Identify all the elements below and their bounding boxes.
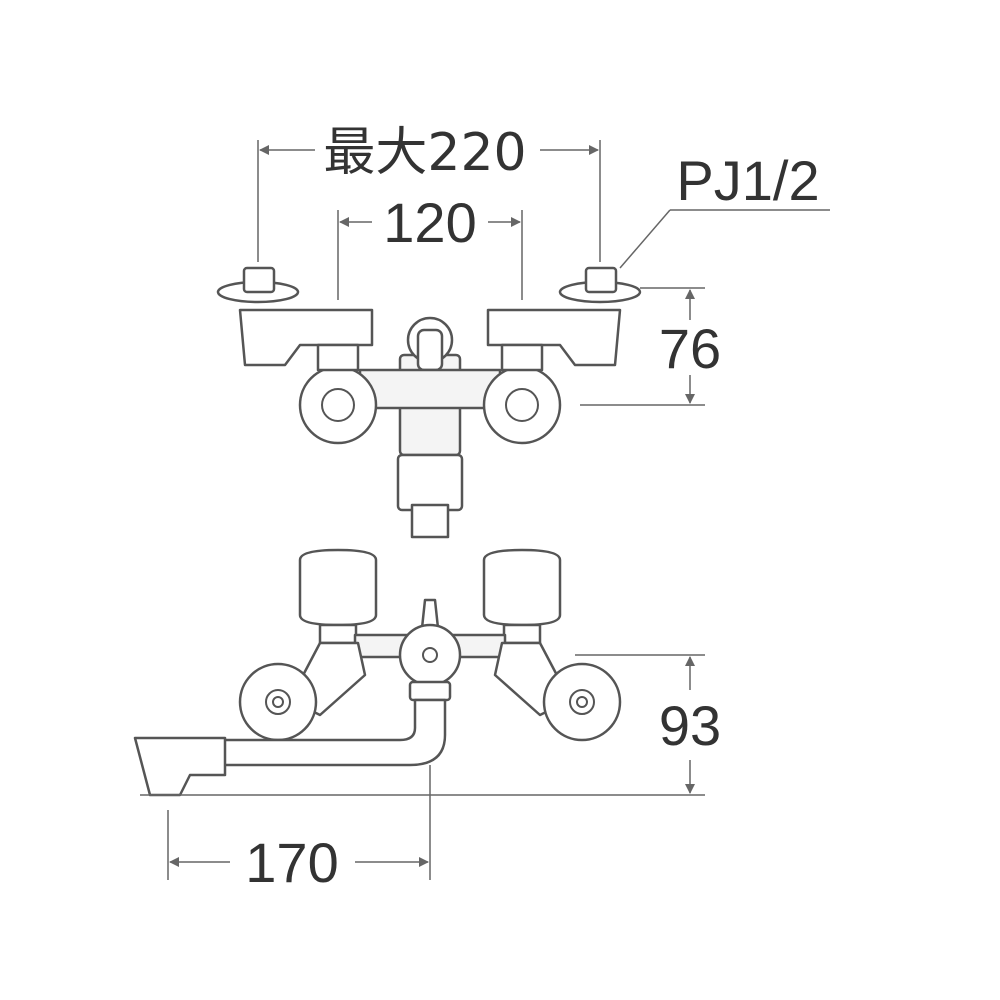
right-eccentric-center bbox=[576, 696, 588, 708]
center-valve-screw bbox=[422, 647, 438, 663]
left-eccentric-center bbox=[272, 696, 284, 708]
top-height-label: 76 bbox=[659, 317, 721, 380]
center-valve bbox=[398, 623, 462, 687]
right-elbow bbox=[486, 308, 622, 367]
valve-nut bbox=[408, 680, 452, 702]
thread-callout: PJ1/2 bbox=[619, 149, 830, 269]
side-height-label: 93 bbox=[659, 694, 721, 757]
right-eccentric-hole bbox=[569, 689, 595, 715]
right-eccentric-fitting bbox=[542, 662, 622, 742]
dimension-center-spacing: 120 bbox=[337, 191, 523, 300]
right-handle-neck bbox=[502, 623, 542, 645]
left-elbow-joint bbox=[316, 343, 360, 372]
left-eccentric-hole bbox=[265, 689, 291, 715]
top-view bbox=[216, 266, 642, 539]
outlet-stub bbox=[410, 503, 450, 539]
thread-label: PJ1/2 bbox=[676, 149, 819, 212]
top-bar bbox=[358, 368, 502, 410]
left-handle-knob bbox=[298, 548, 378, 627]
left-fitting bbox=[242, 266, 276, 294]
front-view bbox=[133, 548, 622, 797]
spout-head bbox=[133, 736, 227, 797]
right-elbow-joint bbox=[500, 343, 544, 372]
dimension-spout-length: 170 bbox=[167, 765, 431, 894]
left-elbow bbox=[238, 308, 374, 367]
dimension-top-height: 76 bbox=[580, 287, 721, 406]
right-handle-cap bbox=[505, 388, 539, 422]
right-fitting bbox=[584, 266, 618, 294]
spout-length-label: 170 bbox=[245, 831, 338, 894]
lever-stem bbox=[416, 328, 444, 372]
dimension-side-height: 93 bbox=[140, 654, 721, 796]
left-handle-cap bbox=[321, 388, 355, 422]
left-handle bbox=[298, 365, 378, 445]
left-handle-neck bbox=[318, 623, 358, 645]
dimension-max-width: 最大220 bbox=[257, 123, 601, 262]
left-eccentric-fitting bbox=[238, 662, 318, 742]
outlet-connector bbox=[396, 453, 464, 512]
center-spacing-label: 120 bbox=[383, 191, 476, 254]
max-width-label: 最大220 bbox=[323, 123, 526, 183]
right-handle-knob bbox=[482, 548, 562, 627]
right-handle bbox=[482, 365, 562, 445]
